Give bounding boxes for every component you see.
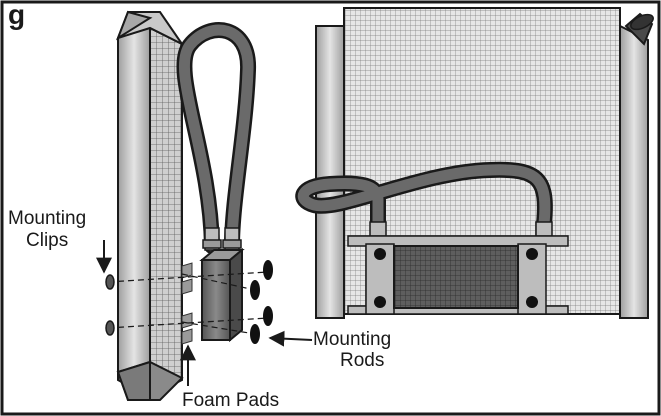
label-mounting-clips-2: Clips: [26, 230, 68, 251]
oil-cooler-side: [199, 247, 245, 343]
mounting-clips: [105, 274, 115, 336]
oil-hose-front: [297, 164, 551, 230]
arrow-mounting-rods: [268, 330, 313, 347]
rod-end-caps: [250, 260, 273, 344]
label-foam-pads: Foam Pads: [182, 390, 279, 411]
mounting-rods: [107, 271, 269, 335]
oil-cooler-core: [393, 245, 519, 309]
title-fragment: g: [8, 0, 25, 30]
front-frame-right: [619, 24, 649, 319]
filler-cap: [624, 12, 654, 46]
radiator-core-side: [149, 26, 183, 398]
oil-cooler-front: [365, 243, 547, 315]
rod-end-front: [526, 296, 538, 308]
radiator-frame: [117, 16, 151, 400]
rod-end-front: [374, 296, 386, 308]
radiator-side-view: [115, 10, 184, 401]
rod-end-front: [374, 248, 386, 260]
label-mounting-rods-2: Rods: [340, 350, 384, 371]
oil-hose-side: [178, 24, 254, 252]
rod-end-front: [526, 248, 538, 260]
front-frame-left: [315, 25, 345, 319]
label-mounting-rods-1: Mounting: [313, 329, 391, 350]
label-mounting-clips-1: Mounting: [8, 208, 86, 229]
